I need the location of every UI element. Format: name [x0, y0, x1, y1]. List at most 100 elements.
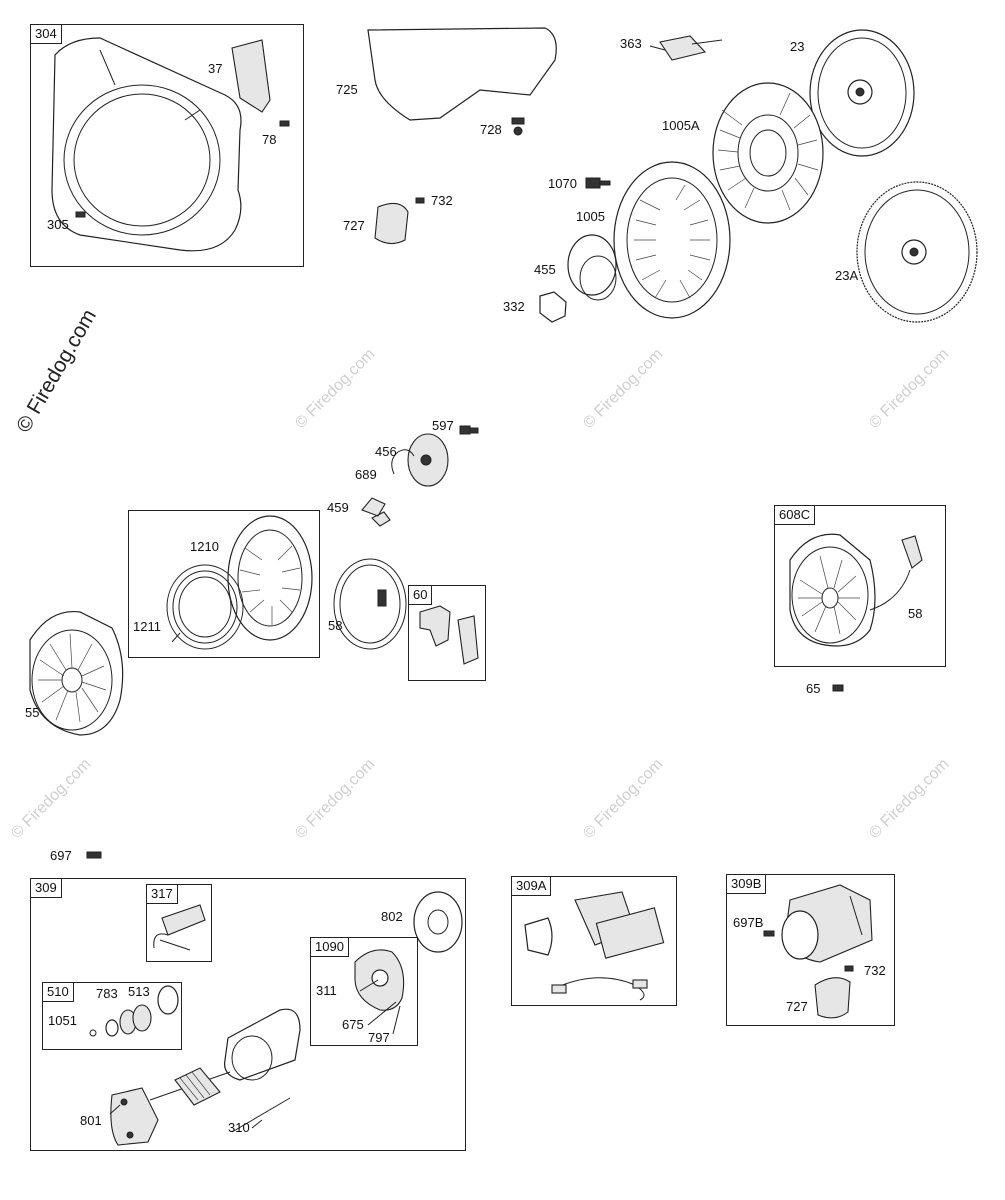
part-label: 732 — [864, 963, 886, 978]
flywheel-drawing — [809, 29, 915, 157]
starter-housing-drawing — [223, 1008, 301, 1081]
group-box-317: 317 — [146, 884, 212, 962]
part-label: 58 — [328, 618, 343, 633]
part-label: 459 — [327, 500, 349, 515]
part-label: 1005A — [662, 118, 700, 133]
bolt-drawing — [585, 177, 611, 189]
part-label: 58 — [908, 606, 923, 621]
part-label: 697B — [733, 915, 764, 930]
part-label: 513 — [128, 984, 150, 999]
part-label: 732 — [431, 193, 453, 208]
starter-kit-drawing — [524, 891, 665, 1001]
gasket-drawing — [413, 891, 463, 953]
bracket-drawing — [649, 35, 723, 61]
part-label: 23A — [835, 268, 859, 283]
nut-drawing — [539, 291, 567, 323]
group-tag-304: 304 — [30, 24, 62, 44]
group-tag-309: 309 — [30, 878, 62, 898]
group-box-60: 60 — [408, 585, 486, 681]
thru-bolt-drawing — [231, 1097, 291, 1133]
rewind-starter-assembly-drawing — [789, 533, 923, 647]
group-box-rewind-parts — [128, 510, 320, 658]
part-label: 1211 — [133, 619, 161, 634]
group-box-304: 304 — [30, 24, 304, 267]
blower-housing-drawing — [51, 37, 242, 252]
pulley-drawing — [227, 515, 313, 641]
part-label: 783 — [96, 986, 118, 1001]
part-label: 456 — [375, 444, 397, 459]
screw-drawing — [763, 930, 775, 937]
screw-drawing — [86, 851, 102, 859]
part-label: 797 — [368, 1030, 390, 1045]
brush-drawing — [153, 904, 206, 951]
part-label: 802 — [381, 909, 403, 924]
retainer-drawing — [391, 449, 415, 475]
shield-drawing — [231, 39, 271, 113]
end-cap-drawing — [110, 1087, 159, 1146]
part-label: 311 — [316, 983, 337, 998]
group-box-608c: 608C — [774, 505, 946, 667]
part-label: 801 — [80, 1113, 102, 1128]
part-label: 697 — [50, 848, 72, 863]
group-box-309a: 309A — [511, 876, 677, 1006]
part-label: 725 — [336, 82, 358, 97]
screw-drawing — [415, 197, 425, 204]
part-label: 1210 — [190, 539, 219, 554]
screw-drawing — [459, 425, 479, 435]
group-tag-60: 60 — [408, 585, 433, 605]
group-tag-309a: 309A — [511, 876, 552, 896]
baffle-drawing — [367, 27, 557, 121]
flywheel-fan-drawing — [613, 161, 731, 319]
part-label: 78 — [262, 132, 277, 147]
group-tag-309b: 309B — [726, 874, 767, 894]
part-label: 332 — [503, 299, 525, 314]
cover-drawing — [814, 977, 851, 1019]
group-box-510: 510 — [42, 982, 182, 1050]
part-label: 1005 — [576, 209, 605, 224]
screw-drawing — [511, 117, 525, 136]
part-label: 1070 — [548, 176, 577, 191]
ring-gear-flywheel-drawing — [856, 181, 978, 323]
group-box-309b: 309B — [726, 874, 895, 1026]
part-label: 310 — [228, 1120, 250, 1135]
drive-assembly-drawing — [89, 985, 179, 1037]
cover-drawing — [374, 202, 409, 245]
pawl-plate-drawing — [407, 433, 449, 487]
fan-drawing — [712, 82, 824, 224]
screw-drawing — [832, 684, 844, 692]
starter-motor-drawing — [781, 884, 873, 963]
group-tag-1090: 1090 — [310, 937, 349, 957]
group-tag-608c: 608C — [774, 505, 816, 525]
pawl-drawing — [361, 497, 391, 527]
part-label: 37 — [208, 61, 223, 76]
part-label: 689 — [355, 467, 377, 482]
group-tag-317: 317 — [146, 884, 178, 904]
rewind-spring-drawing — [166, 564, 244, 650]
screw-drawing — [75, 211, 86, 218]
handle-drawing — [419, 605, 479, 665]
part-label: 23 — [790, 39, 805, 54]
part-label: 455 — [534, 262, 556, 277]
part-label: 727 — [786, 999, 808, 1014]
group-box-309: 309 — [30, 878, 466, 1151]
part-label: 1051 — [48, 1013, 77, 1028]
part-label: 55 — [25, 705, 40, 720]
screw-drawing — [844, 965, 854, 972]
part-label: 65 — [806, 681, 821, 696]
brush-holder-drawing — [354, 949, 405, 1011]
part-label: 305 — [47, 217, 69, 232]
part-label: 597 — [432, 418, 454, 433]
part-label: 727 — [343, 218, 365, 233]
screw-drawing — [279, 120, 290, 127]
armature-drawing — [149, 1067, 231, 1106]
rewind-starter-drawing — [29, 610, 124, 736]
group-box-1090: 1090 — [310, 937, 418, 1046]
starter-cup-drawing — [567, 234, 617, 301]
part-label: 728 — [480, 122, 502, 137]
part-label: 675 — [342, 1017, 364, 1032]
group-tag-510: 510 — [42, 982, 74, 1002]
leader-lines — [109, 979, 401, 1129]
decal-drawing — [333, 558, 407, 650]
